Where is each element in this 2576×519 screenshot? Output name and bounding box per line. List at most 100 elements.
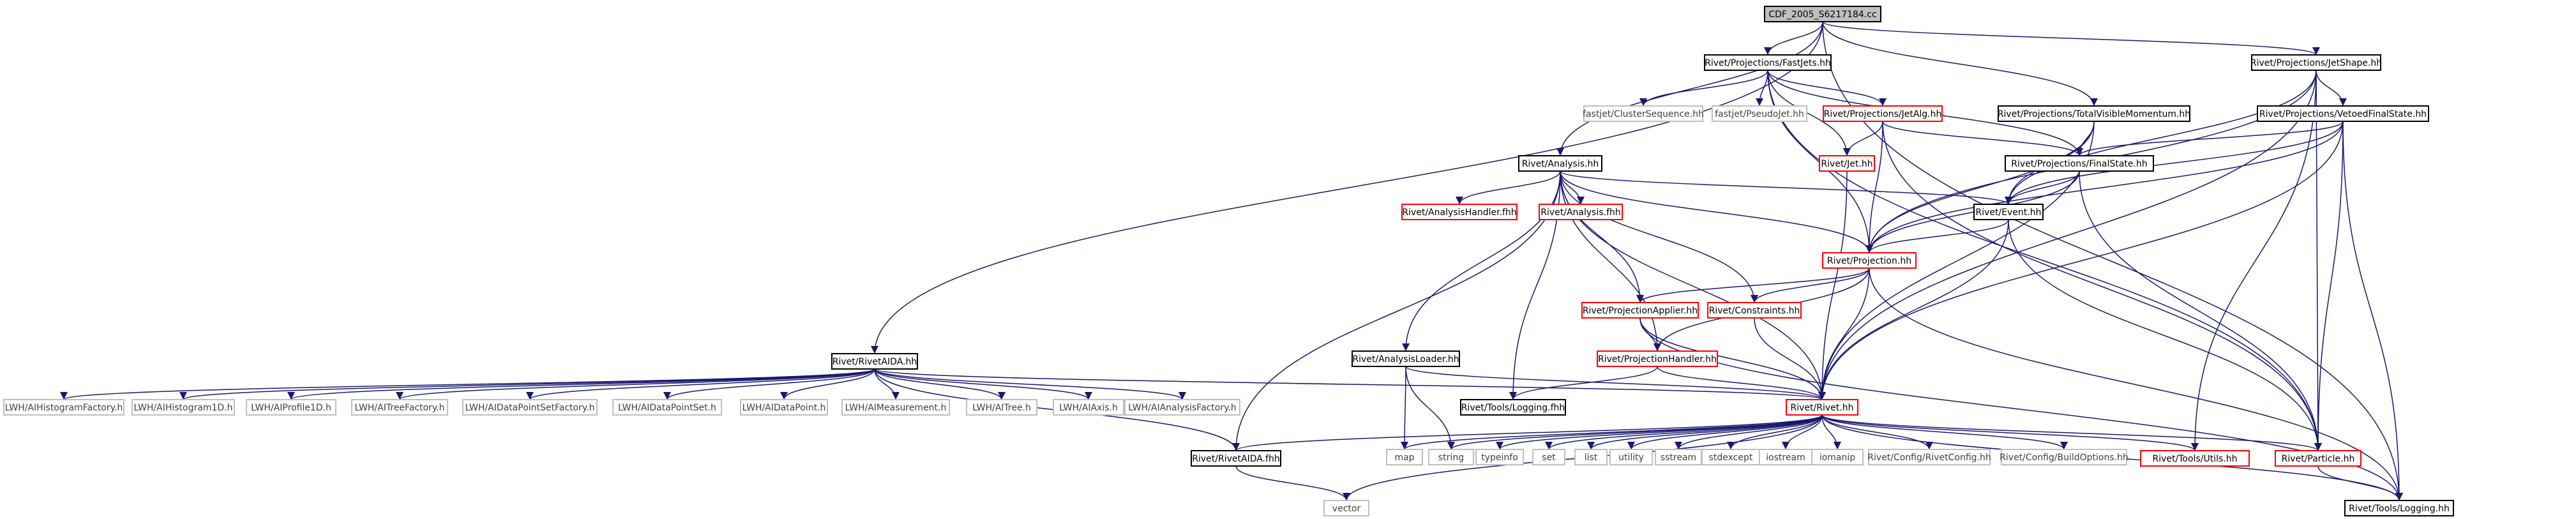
node-box: [1460, 399, 1566, 416]
node-iostream: iostream: [1759, 449, 1812, 465]
node-box: [1532, 449, 1565, 465]
node-label: Rivet/Projections/JetAlg.hh: [1824, 109, 1942, 119]
node-label: Rivet/Config/RivetConfig.hh: [1867, 453, 1991, 463]
edge-vetoed-to-logginghh: [2342, 121, 2403, 501]
node-label: list: [1585, 453, 1598, 463]
node-rivetaidafhh[interactable]: Rivet/RivetAIDA.fhh: [1191, 450, 1281, 467]
edge-layer: [60, 21, 2403, 501]
node-map: map: [1386, 449, 1423, 465]
edge-rivethh-to-set: [1545, 414, 1823, 450]
node-projapplier[interactable]: Rivet/ProjectionApplier.hh: [1581, 302, 1699, 319]
node-constraints[interactable]: Rivet/Constraints.hh: [1707, 302, 1802, 319]
edge-rivetaida-to-lwh_axis: [874, 368, 1092, 400]
node-lwh_hf: LWH/AIHistogramFactory.h: [3, 399, 124, 416]
node-box: [1811, 449, 1864, 465]
node-box: [1581, 302, 1699, 319]
node-label: Rivet/Tools/Logging.hh: [2349, 504, 2450, 514]
node-label: LWH/AIDataPointSetFactory.h: [465, 403, 595, 413]
edge-rivetaida-to-lwh_tf: [396, 368, 875, 400]
node-jetalg[interactable]: Rivet/Projections/JetAlg.hh: [1823, 105, 1943, 122]
edge-jetshape-to-vetoed: [2316, 70, 2347, 107]
node-box: [1597, 350, 1718, 367]
node-event[interactable]: Rivet/Event.hh: [1973, 204, 2044, 220]
edge-rivethh-to-sstream: [1675, 414, 1823, 450]
node-box: [1475, 449, 1524, 465]
node-box: [1868, 449, 1991, 465]
node-utils[interactable]: Rivet/Tools/Utils.hh: [2140, 450, 2250, 467]
node-analysisloader[interactable]: Rivet/AnalysisLoader.hh: [1352, 350, 1460, 367]
node-particle[interactable]: Rivet/Particle.hh: [2275, 450, 2361, 467]
edge-particle-to-logginghh: [2317, 465, 2403, 501]
node-box: [1823, 105, 1943, 122]
node-finalstate[interactable]: Rivet/Projections/FinalState.hh: [2005, 155, 2154, 172]
node-box: [2257, 105, 2429, 122]
node-fastjets[interactable]: Rivet/Projections/FastJets.hh: [1704, 54, 1832, 71]
node-box: [351, 399, 448, 416]
node-label: Rivet/Tools/Logging.fhh: [1461, 403, 1565, 413]
edge-vetoed-to-projection: [1865, 121, 2344, 253]
node-lwh_h1d: LWH/AIHistogram1D.h: [132, 399, 235, 416]
edge-projection-to-constraints: [1751, 267, 1870, 303]
node-box: [1428, 449, 1474, 465]
node-box: [132, 399, 235, 416]
node-typeinfo: typeinfo: [1475, 449, 1524, 465]
edge-rivetaida-to-lwh_h1d: [179, 368, 875, 400]
node-buildoptions: Rivet/Config/BuildOptions.hh: [2000, 449, 2128, 465]
node-analysis[interactable]: Rivet/Analysis.hh: [1518, 155, 1602, 172]
edge-analysis-to-projapplier: [1560, 170, 1644, 303]
node-label: typeinfo: [1481, 453, 1518, 463]
edge-jetalg-to-projection: [1865, 121, 1883, 253]
node-label: LWH/AIMeasurement.h: [845, 403, 947, 413]
node-vetoed[interactable]: Rivet/Projections/VetoedFinalState.hh: [2257, 105, 2429, 122]
edge-projection-to-logginghh: [1869, 267, 2403, 501]
node-totalvis[interactable]: Rivet/Projections/TotalVisibleMomentum.h…: [1998, 105, 2190, 122]
node-jetshape[interactable]: Rivet/Projections/JetShape.hh: [2250, 54, 2382, 71]
node-box: [1583, 105, 1703, 122]
node-lwh_dps: LWH/AIDataPointSet.h: [612, 399, 722, 416]
edge-projhandler-to-loggingfhh: [1509, 366, 1658, 400]
edge-rivethh-to-map: [1401, 414, 1823, 450]
edge-jet-to-rivethh: [1818, 170, 1848, 400]
node-projection[interactable]: Rivet/Projection.hh: [1822, 252, 1917, 269]
node-label: Rivet/ProjectionHandler.hh: [1598, 354, 1717, 365]
node-projhandler[interactable]: Rivet/ProjectionHandler.hh: [1597, 350, 1718, 367]
node-loggingfhh[interactable]: Rivet/Tools/Logging.fhh: [1460, 399, 1566, 416]
edge-jetshape-to-particle: [2314, 70, 2322, 451]
node-label: set: [1542, 453, 1556, 463]
node-label: Rivet/ProjectionApplier.hh: [1583, 306, 1698, 316]
edge-analysisloader-to-string: [1405, 366, 1455, 450]
edge-rivethh-to-particle: [1821, 414, 2322, 451]
edge-jetalg-to-finalstate: [1882, 121, 2083, 156]
node-label: LWH/AIAxis.h: [1059, 403, 1118, 413]
node-label: Rivet/RivetAIDA.hh: [832, 357, 917, 367]
node-label: iomanip: [1819, 453, 1855, 463]
node-logginghh[interactable]: Rivet/Tools/Logging.hh: [2344, 500, 2454, 516]
edge-rivethh-to-list: [1587, 414, 1823, 450]
node-label: LWH/AIAnalysisFactory.h: [1128, 403, 1236, 413]
node-box: [1352, 350, 1460, 367]
node-analysisfhh[interactable]: Rivet/Analysis.fhh: [1539, 204, 1623, 220]
node-box: [841, 399, 950, 416]
node-label: Rivet/Rivet.hh: [1791, 403, 1854, 413]
node-analysishandlerfhh[interactable]: Rivet/AnalysisHandler.fhh: [1401, 204, 1518, 220]
node-box: [2001, 449, 2127, 465]
node-label: LWH/AIDataPointSet.h: [618, 403, 716, 413]
node-clusterseq: fastjet/ClusterSequence.hh: [1583, 105, 1704, 122]
node-label: LWH/AIHistogram1D.h: [134, 403, 233, 413]
edge-analysis-to-projection: [1560, 170, 1873, 253]
edge-rivethh-to-rivetconfig: [1821, 414, 1933, 450]
node-rivetaida[interactable]: Rivet/RivetAIDA.hh: [831, 353, 918, 370]
node-label: Rivet/Projections/FinalState.hh: [2011, 159, 2147, 169]
edge-analysis-to-event: [1560, 170, 2012, 205]
node-label: Rivet/Tools/Utils.hh: [2153, 454, 2238, 464]
edge-projapplier-to-rivethh: [1639, 317, 1826, 400]
edge-fastjets-to-clusterseq: [1639, 70, 1768, 107]
node-rivethh[interactable]: Rivet/Rivet.hh: [1786, 399, 1858, 416]
node-box: [1124, 399, 1240, 416]
node-box: [966, 399, 1037, 416]
edge-projhandler-to-rivethh: [1657, 366, 1826, 400]
node-cdf[interactable]: CDF_2005_S6217184.cc: [1764, 6, 1881, 22]
edge-rivethh-to-string: [1447, 414, 1823, 450]
node-lwh_p1d: LWH/AIProfile1D.h: [246, 399, 336, 416]
node-jet[interactable]: Rivet/Jet.hh: [1819, 155, 1875, 172]
